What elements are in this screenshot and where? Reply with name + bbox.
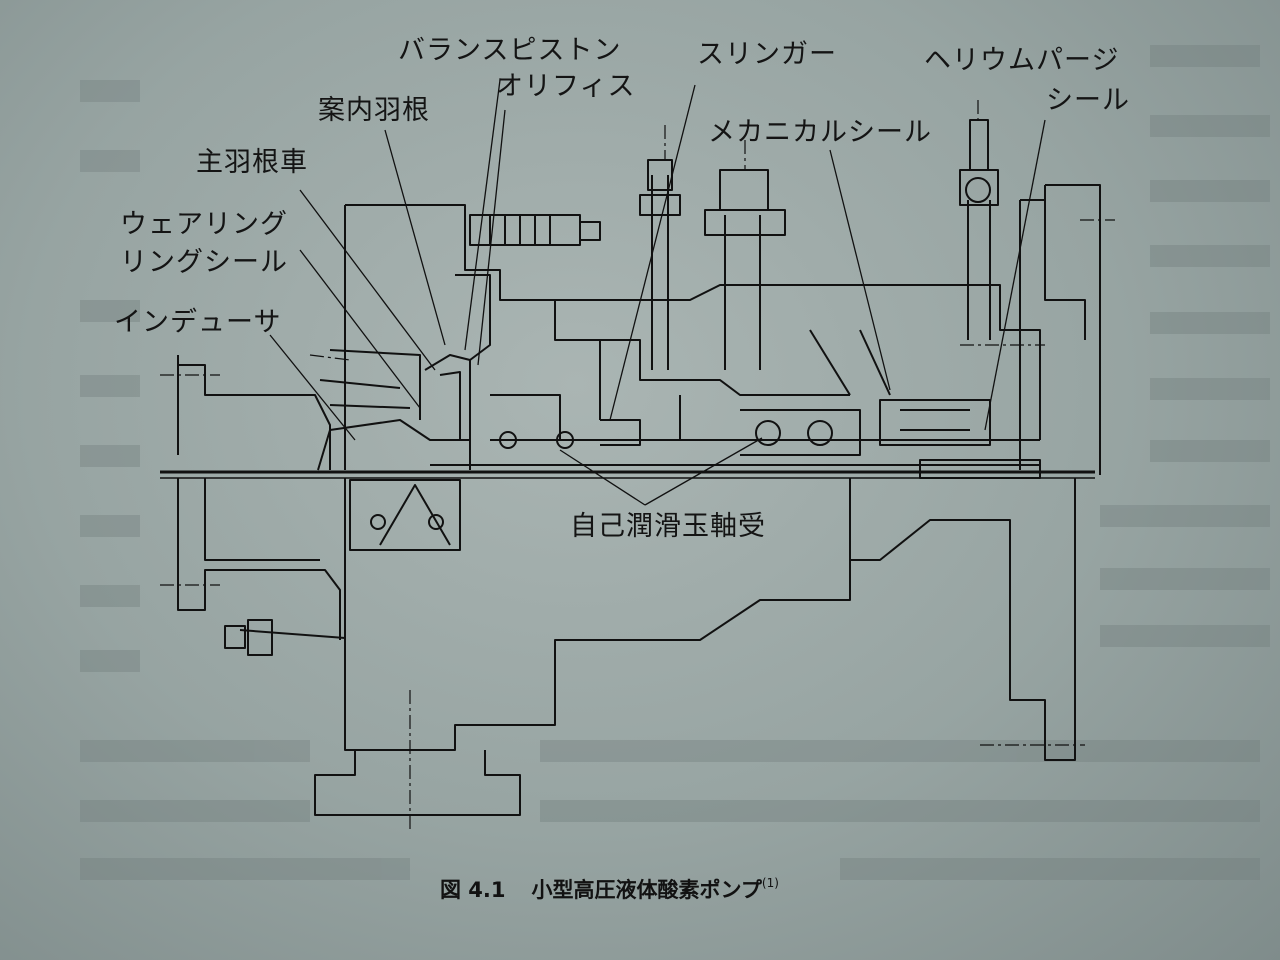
ball-bearing-1 <box>755 420 781 446</box>
inducer-body <box>317 419 471 471</box>
right-inner-plate <box>1019 199 1045 470</box>
right-flange-upper <box>1044 184 1101 475</box>
label-slinger: スリンガー <box>697 39 837 70</box>
label-orifice: オリフィス <box>496 71 636 102</box>
slinger-body <box>600 419 641 446</box>
mechanical-seal-body <box>879 399 991 446</box>
balance-piston-bolt <box>469 214 581 246</box>
caption-number: 図 4.1 <box>440 878 506 902</box>
discharge-flange <box>314 750 521 816</box>
casing-slope <box>809 329 891 396</box>
right-lower-box <box>919 459 1041 479</box>
leader-mech-seal <box>829 149 891 391</box>
leader-bearing-1 <box>559 449 646 506</box>
right-housing <box>849 478 1076 761</box>
label-helium-purge-line1: ヘリウムパージ <box>924 45 1120 76</box>
inlet-flange <box>177 355 341 640</box>
leader-helium <box>984 119 1046 431</box>
leader-slinger <box>609 84 696 421</box>
label-main-impeller: 主羽根車 <box>196 147 308 178</box>
label-inducer: インデューサ <box>114 307 282 338</box>
label-mechanical-seal: メカニカルシール <box>708 117 932 148</box>
leader-main-impeller <box>299 189 436 371</box>
label-bearing: 自己潤滑玉軸受 <box>570 511 766 542</box>
guide-vane-body <box>455 274 491 361</box>
leader-wear-ring <box>299 249 421 409</box>
leader-inducer <box>269 334 356 441</box>
label-balance-piston: バランスピストン <box>398 35 622 66</box>
bearing-housing <box>740 409 861 456</box>
inlet-pipe-lower <box>204 478 320 561</box>
label-helium-purge-line2: シール <box>1046 85 1130 116</box>
leader-bearing-2 <box>644 437 763 506</box>
label-guide-vane: 案内羽根 <box>318 95 430 126</box>
ball-bearing-2 <box>807 420 833 446</box>
leader-balance-piston <box>464 79 501 351</box>
fitting-stem-3 <box>967 200 991 340</box>
drain-box <box>349 479 461 551</box>
leader-orifice <box>477 109 506 366</box>
figure-caption: 図 4.1 小型高圧液体酸素ポンプ(1) <box>440 874 779 904</box>
leader-guide-vane <box>384 129 446 346</box>
upper-casing-inner <box>600 339 850 396</box>
background-text-rows <box>80 45 1270 880</box>
label-wear-ring-line1: ウェアリング <box>120 209 288 240</box>
label-wear-ring-line2: リングシール <box>120 247 288 278</box>
housing-upper-left <box>345 204 601 420</box>
fitting-stem-1 <box>651 175 669 370</box>
housing-lower-body <box>344 478 851 751</box>
main-impeller <box>424 354 471 440</box>
caption-title: 小型高圧液体酸素ポンプ <box>531 878 762 902</box>
caption-reference: (1) <box>761 876 779 890</box>
fitting-stem-2 <box>724 215 761 370</box>
upper-casing <box>555 284 1041 440</box>
side-fitting <box>239 629 346 639</box>
